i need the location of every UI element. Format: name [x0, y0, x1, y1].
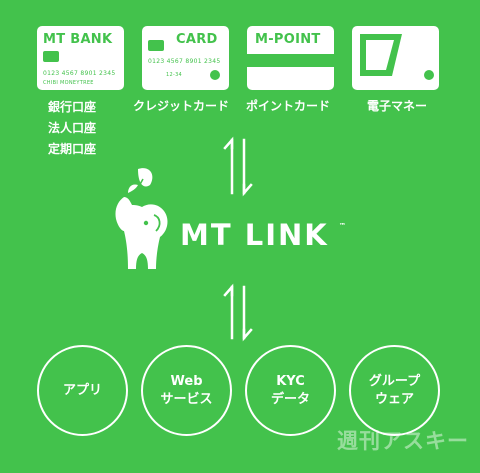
service-groupware-line2: ウェア: [374, 391, 414, 407]
service-app: アプリ: [37, 345, 128, 436]
credit-card: CARD 0123 4567 8901 2345 12-34: [142, 26, 229, 90]
publisher-watermark: 週刊アスキー: [337, 429, 469, 453]
credit-card-expiry: 12-34: [166, 72, 183, 78]
point-card: M-POINT: [247, 26, 334, 90]
emoney-card: [352, 26, 439, 90]
service-groupware: グループ ウェア: [349, 345, 440, 436]
chip-icon: [148, 40, 164, 51]
label-fixed-deposit: 定期口座: [48, 142, 97, 156]
service-kyc-line1: KYC: [276, 373, 305, 389]
service-kyc-line2: データ: [270, 391, 310, 407]
service-app-line1: アプリ: [62, 382, 102, 398]
service-web: Web サービス: [141, 345, 232, 436]
service-web-line2: サービス: [160, 391, 213, 407]
trademark-mark: ™: [339, 222, 346, 230]
service-web-line1: Web: [170, 373, 203, 389]
bank-card-holder: CHIBI MONEYTREE: [43, 80, 94, 86]
elephant-logo-icon: [115, 168, 168, 269]
label-bank-account: 銀行口座: [48, 100, 97, 114]
card-dot-icon: [424, 70, 434, 80]
point-card-title: M-POINT: [255, 32, 321, 47]
label-point-card: ポイントカード: [246, 99, 331, 113]
card-dot-icon: [210, 70, 220, 80]
service-kyc: KYC データ: [245, 345, 336, 436]
bank-card-number: 0123 4567 8901 2345: [43, 70, 116, 77]
service-groupware-line1: グループ: [368, 373, 421, 389]
bank-card: MT BANK 0123 4567 8901 2345 CHIBI MONEYT…: [37, 26, 124, 90]
point-card-stripe: [247, 54, 334, 67]
brand-name: MT LINK: [180, 218, 329, 252]
bank-account-labels: 銀行口座 法人口座 定期口座: [48, 97, 96, 160]
label-credit-card: クレジットカード: [133, 99, 230, 113]
emoney-chip-icon: [360, 34, 402, 76]
bank-card-title: MT BANK: [43, 32, 113, 47]
chip-icon: [43, 51, 59, 62]
label-emoney: 電子マネー: [367, 99, 428, 113]
credit-card-title: CARD: [176, 32, 218, 47]
label-corporate-account: 法人口座: [48, 121, 97, 135]
credit-card-number: 0123 4567 8901 2345: [148, 58, 221, 65]
